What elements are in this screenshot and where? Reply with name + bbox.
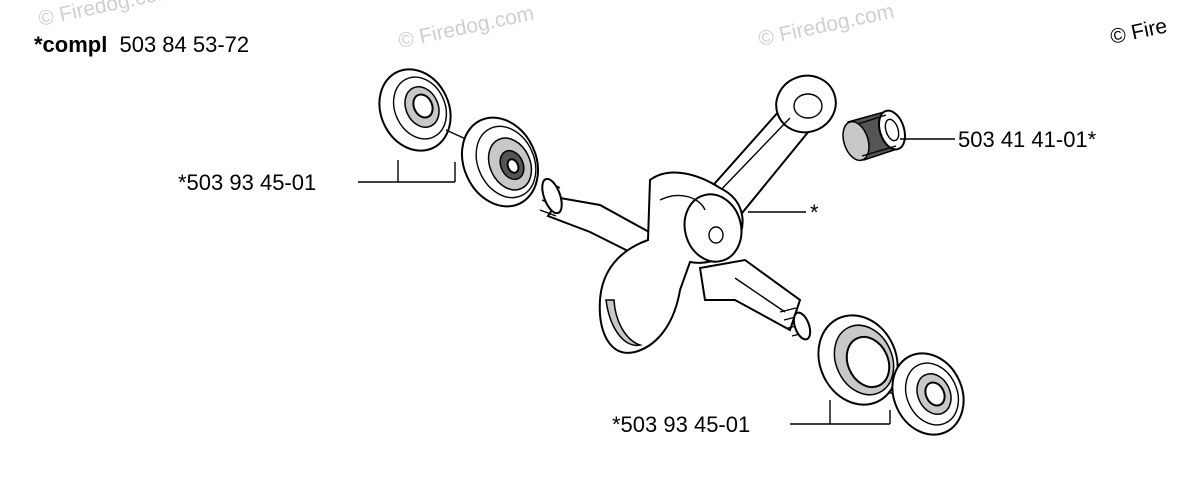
watermark-4: © Fire bbox=[1108, 14, 1169, 48]
compl-number: 503 84 53-72 bbox=[119, 32, 249, 57]
watermark-3: © Firedog.com bbox=[756, 0, 896, 51]
callout-bearing-lower: *503 93 45-01 bbox=[612, 412, 750, 437]
ball-bearing-upper-outer bbox=[378, 68, 452, 152]
watermark-1: © Firedog.com bbox=[36, 0, 176, 31]
ball-bearing-lower-inner bbox=[817, 314, 899, 406]
complete-assembly-label: *compl 503 84 53-72 bbox=[34, 32, 249, 57]
crankshaft bbox=[539, 171, 812, 354]
ball-bearing-upper-inner bbox=[461, 116, 539, 208]
connecting-rod bbox=[698, 74, 837, 220]
watermark-2: © Firedog.com bbox=[396, 2, 536, 53]
leader-lines bbox=[358, 138, 955, 425]
callout-bearing-upper: *503 93 45-01 bbox=[178, 170, 316, 195]
callout-crankshaft: * bbox=[810, 200, 819, 225]
callout-needle-bearing: 503 41 41-01* bbox=[958, 127, 1097, 152]
needle-bearing bbox=[842, 109, 906, 162]
compl-prefix: *compl bbox=[34, 32, 107, 57]
ball-bearing-lower-outer bbox=[891, 352, 965, 436]
